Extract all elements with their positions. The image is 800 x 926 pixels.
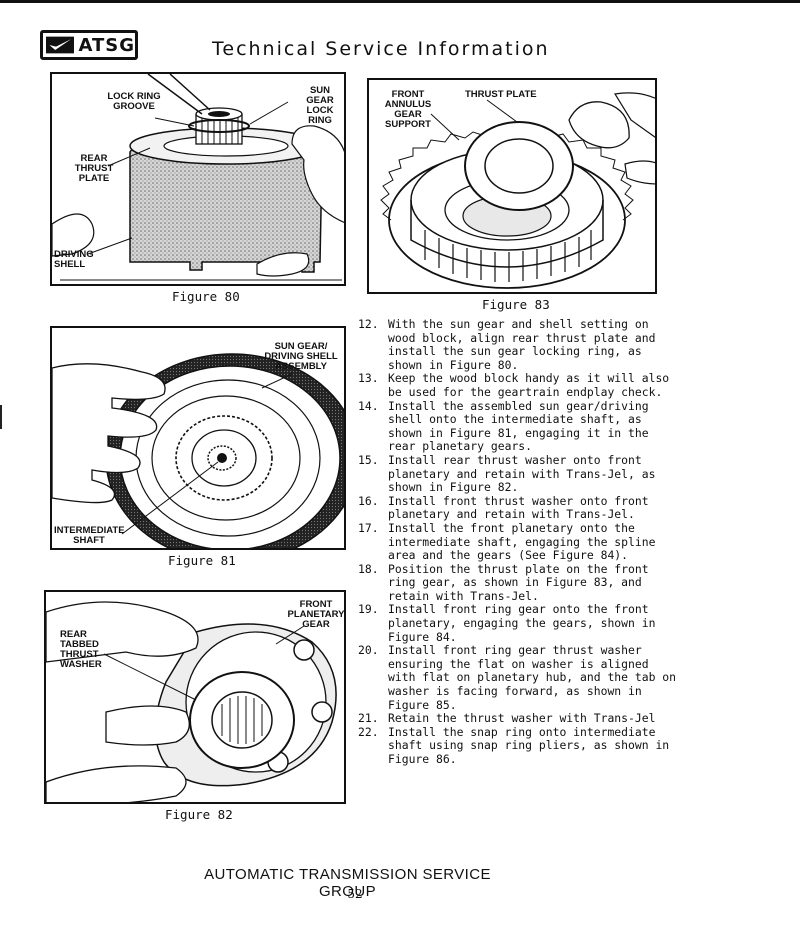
step-item: 13. Keep the wood block handy as it will … xyxy=(358,372,678,399)
step-number: 14. xyxy=(358,398,379,413)
step-number: 13. xyxy=(358,371,379,386)
step-text: Install front ring gear thrust washer en… xyxy=(388,643,677,712)
step-item: 12. With the sun gear and shell setting o… xyxy=(358,317,678,372)
step-text: Install the snap ring onto intermediate … xyxy=(388,724,670,766)
figure-83-caption: Figure 83 xyxy=(482,297,550,312)
step-text: Retain the thrust washer with Trans-Jel xyxy=(388,711,656,726)
label-driving-shell: DRIVING SHELL xyxy=(54,249,94,270)
step-number: 15. xyxy=(358,452,379,467)
step-text: Install front ring gear onto the front p… xyxy=(388,602,656,644)
step-number: 20. xyxy=(358,643,379,658)
step-number: 18. xyxy=(358,561,379,576)
step-text: Install rear thrust washer onto front pl… xyxy=(388,452,656,495)
step-text: Position the thrust plate on the front r… xyxy=(388,561,649,603)
step-item: 18. Position the thrust plate on the fron… xyxy=(358,561,678,604)
step-text: Install the front planetary onto the int… xyxy=(388,520,656,563)
label-rear-thrust-plate: REAR THRUST PLATE xyxy=(74,153,114,184)
figure-81-illustration: SUN GEAR/ DRIVING SHELL ASSEMBLY INTERME… xyxy=(50,326,346,550)
label-sun-gear-lock-ring: SUN GEAR LOCK RING xyxy=(306,85,334,126)
label-rear-tabbed-thrust-washer: REAR TABBED THRUST WASHER xyxy=(60,629,102,670)
label-thrust-plate: THRUST PLATE xyxy=(465,89,537,100)
logo-text: ATSG xyxy=(78,34,135,56)
procedure-steps: 12. With the sun gear and shell setting o… xyxy=(358,317,678,767)
figure-80-caption: Figure 80 xyxy=(172,289,240,304)
atsg-swoosh-icon xyxy=(46,36,75,54)
step-item: 22. Install the snap ring onto intermedia… xyxy=(358,724,678,767)
label-sun-gear-driving-shell: SUN GEAR/ DRIVING SHELL ASSEMBLY xyxy=(264,341,338,372)
top-rule xyxy=(0,0,800,3)
label-front-planetary-gear: FRONT PLANETARY GEAR xyxy=(287,599,345,630)
step-item: 17. Install the front planetary onto the … xyxy=(358,520,678,563)
step-text: Keep the wood block handy as it will als… xyxy=(388,371,670,399)
label-front-annulus-gear-support: FRONT ANNULUS GEAR SUPPORT xyxy=(384,89,432,130)
step-text: With the sun gear and shell setting on w… xyxy=(388,317,656,372)
label-intermediate-shaft: INTERMEDIATE SHAFT xyxy=(54,525,125,546)
atsg-logo: ATSG xyxy=(40,30,138,60)
step-number: 16. xyxy=(358,493,379,508)
page-title: Technical Service Information xyxy=(212,38,550,60)
step-item: 15. Install rear thrust washer onto front… xyxy=(358,452,678,495)
step-item: 16. Install front thrust washer onto fron… xyxy=(358,493,678,522)
step-item: 14. Install the assembled sun gear/drivin… xyxy=(358,398,678,454)
footer-org: AUTOMATIC TRANSMISSION SERVICE GROUP xyxy=(204,866,491,900)
figure-80-illustration: LOCK RING GROOVE SUN GEAR LOCK RING REAR… xyxy=(50,72,346,286)
step-number: 22. xyxy=(358,724,379,739)
step-number: 19. xyxy=(358,602,379,617)
step-number: 12. xyxy=(358,317,379,331)
step-text: Install the assembled sun gear/driving s… xyxy=(388,398,649,454)
step-item: 20. Install front ring gear thrust washer… xyxy=(358,643,678,712)
figure-82-caption: Figure 82 xyxy=(165,807,233,822)
figure-81-caption: Figure 81 xyxy=(168,553,236,568)
step-item: 21. Retain the thrust washer with Trans-J… xyxy=(358,711,678,726)
page-number: 52 xyxy=(347,887,363,901)
margin-mark xyxy=(0,405,2,429)
step-number: 17. xyxy=(358,520,379,535)
label-lock-ring-groove: LOCK RING GROOVE xyxy=(107,91,161,112)
figure-82-illustration: FRONT PLANETARY GEAR REAR TABBED THRUST … xyxy=(44,590,346,804)
step-item: 19. Install front ring gear onto the fron… xyxy=(358,603,678,644)
step-text: Install front thrust washer onto front p… xyxy=(388,493,649,522)
figure-83-illustration: FRONT ANNULUS GEAR SUPPORT THRUST PLATE xyxy=(367,78,657,294)
step-number: 21. xyxy=(358,711,379,726)
